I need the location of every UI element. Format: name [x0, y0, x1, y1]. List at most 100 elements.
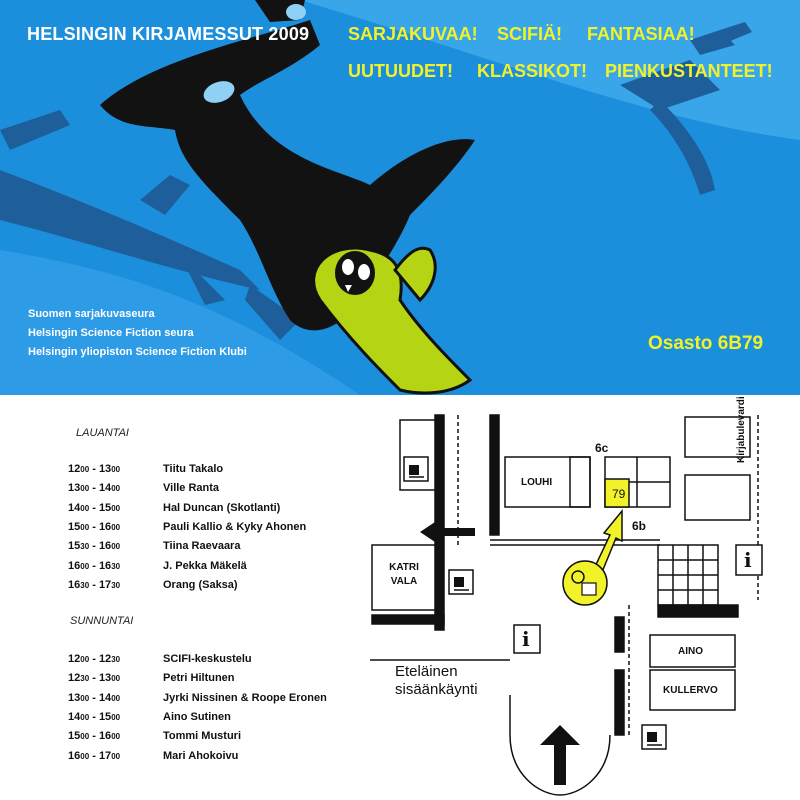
end-m: 00: [111, 484, 121, 494]
banner: HELSINGIN KIRJAMESSUT 2009 SARJAKUVAA! S…: [0, 0, 800, 395]
cafe-icon: [641, 724, 667, 750]
start-m: 00: [80, 655, 90, 664]
speaker-name: Hal Duncan (Skotlanti): [163, 501, 281, 514]
entrance-arrow-icon: [540, 725, 580, 785]
speaker-name: J. Pekka Mäkelä: [163, 559, 247, 572]
hammerhead-illustration: [0, 0, 800, 395]
schedule-row: 1530 - 1600 Tiina Raevaara: [68, 540, 240, 552]
info-section: LAUANTAI 1200 - 1300 Tiitu Takalo 1300 - 1…: [0, 395, 800, 800]
mascot-icon: [562, 560, 608, 606]
end-h: 15: [98, 501, 112, 514]
start-m: 00: [80, 712, 90, 722]
end-m: 00: [111, 503, 121, 513]
speaker-name: Tommi Musturi: [163, 730, 242, 743]
end-m: 30: [111, 580, 121, 590]
start-h: 12: [68, 463, 81, 475]
speaker-name: Mari Ahokoivu: [163, 749, 239, 762]
time-range: 1500 - 1600: [68, 520, 121, 533]
time-range: 1600 - 1630: [68, 559, 121, 572]
entrance-label-line2: sisäänkäynti: [395, 681, 478, 698]
exit-arrow-icon: [420, 520, 475, 544]
info-icon: [735, 544, 763, 576]
booth-number: Osasto 6B79: [648, 333, 764, 354]
schedule-row: 1200 - 1300 Tiitu Takalo: [68, 463, 223, 475]
end-m: 00: [111, 522, 121, 532]
end-h: 14: [98, 691, 112, 704]
start-m: 30: [80, 674, 90, 684]
start-m: 00: [80, 693, 90, 703]
start-m: 00: [80, 503, 90, 513]
tagline-scifi: SCIFIÄ!: [497, 24, 562, 44]
tagline-fantasy: FANTASIAA!: [587, 24, 695, 44]
end-h: 13: [98, 463, 112, 475]
schedule-row: 1600 - 1630 J. Pekka Mäkelä: [68, 560, 247, 572]
booth-kullervo: KULLERVO: [663, 685, 718, 696]
time-range: 1630 - 1730: [68, 578, 121, 591]
speaker-name: Tiina Raevaara: [163, 540, 241, 553]
time-range: 1400 - 1500: [68, 501, 121, 514]
start-h: 14: [68, 710, 81, 723]
time-range: 1530 - 1600: [68, 540, 121, 553]
end-h: 15: [98, 710, 112, 723]
org-sf-seura: Helsingin Science Fiction seura: [28, 327, 194, 339]
start-m: 30: [80, 542, 90, 552]
start-h: 16: [68, 559, 81, 572]
info-glyph: i: [522, 627, 530, 651]
end-h: 14: [98, 482, 112, 495]
shadow-shark-right: [620, 22, 752, 195]
info-glyph: i: [744, 548, 752, 572]
end-m: 30: [111, 561, 121, 571]
end-m: 30: [111, 655, 121, 664]
schedule-row: 1400 - 1500 Hal Duncan (Skotlanti): [68, 502, 280, 514]
speaker-name: SCIFI-keskustelu: [163, 653, 252, 665]
end-m: 00: [111, 693, 121, 703]
booth-louhi: LOUHI: [521, 477, 553, 488]
booth-aino: AINO: [678, 646, 703, 657]
start-m: 00: [80, 561, 90, 571]
cafe-icon: [448, 569, 474, 595]
start-h: 13: [68, 482, 81, 495]
mascot-character: [312, 246, 473, 395]
time-range: 1200 - 1300: [68, 463, 121, 475]
shadow-shark-left: [0, 110, 300, 340]
day-label-saturday: LAUANTAI: [76, 427, 129, 439]
street-kirjabulevardi: Kirjabulevardi: [736, 396, 747, 463]
time-range: 1300 - 1400: [68, 482, 121, 495]
end-h: 16: [98, 540, 112, 553]
time-range: 1300 - 1400: [68, 691, 121, 704]
start-m: 30: [80, 580, 90, 590]
end-h: 13: [98, 672, 112, 685]
booth-katri-vala: KATRI VALA: [389, 562, 419, 587]
start-h: 15: [68, 520, 81, 533]
speaker-name: Aino Sutinen: [163, 710, 231, 723]
entrance-label-line1: Eteläinen: [395, 663, 458, 680]
end-m: 00: [111, 751, 121, 761]
tagline-comics: SARJAKUVAA!: [348, 24, 478, 44]
start-h: 16: [68, 578, 81, 591]
hall-6c: 6c: [595, 441, 609, 455]
speaker-name: Tiitu Takalo: [163, 463, 224, 475]
time-range: 1200 - 1230: [68, 653, 121, 665]
end-m: 00: [111, 674, 121, 684]
start-h: 12: [68, 653, 81, 665]
floor-map-drawing: [370, 414, 763, 796]
start-h: 15: [68, 540, 81, 553]
org-sarjakuvaseura: Suomen sarjakuvaseura: [28, 308, 155, 320]
schedule-row: 1200 - 1230 SCIFI-keskustelu: [68, 653, 252, 665]
cafe-icon: [403, 456, 429, 482]
tagline-small-publishers: PIENKUSTANTEET!: [605, 61, 773, 81]
end-h: 16: [98, 559, 112, 572]
info-icon: [513, 624, 541, 654]
end-h: 17: [98, 749, 112, 762]
tagline-new-releases: UUTUUDET!: [348, 61, 453, 81]
end-h: 17: [98, 578, 112, 591]
end-h: 12: [98, 653, 112, 665]
end-h: 16: [98, 520, 112, 533]
day-label-sunday: SUNNUNTAI: [70, 615, 134, 627]
